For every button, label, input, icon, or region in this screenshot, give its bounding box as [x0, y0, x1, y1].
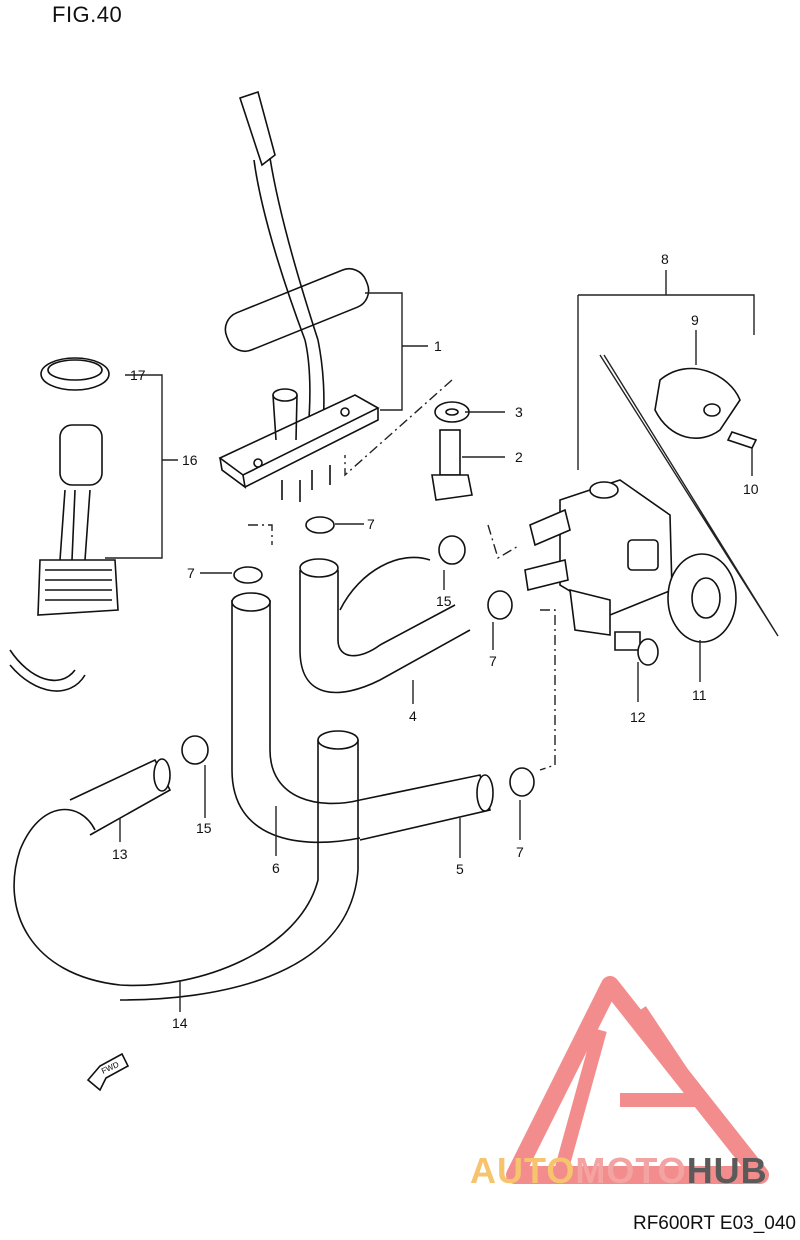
callout-15-a: 15 [436, 593, 452, 609]
callout-7-b: 7 [187, 565, 195, 581]
part-17-o-ring [40, 357, 110, 391]
part-16-level-sensor [9, 424, 119, 692]
callout-7-d: 7 [516, 844, 524, 860]
callout-14: 14 [172, 1015, 188, 1031]
watermark-logo [506, 976, 769, 1184]
watermark-text: AUTOMOTOHUB [470, 1150, 768, 1192]
callout-4: 4 [409, 708, 417, 724]
callout-12: 12 [630, 709, 646, 725]
callout-11: 11 [692, 687, 707, 703]
fwd-direction-arrow: FWD [86, 1052, 130, 1092]
part-9-lever [654, 367, 741, 439]
callout-10: 10 [743, 481, 759, 497]
callout-6: 6 [272, 860, 280, 876]
part-8-fuel-cock [524, 479, 673, 636]
callout-labels: 1 2 3 4 5 6 7 7 7 7 8 9 10 11 12 13 14 1… [112, 251, 759, 1031]
callout-7-c: 7 [489, 653, 497, 669]
leader-lines [105, 270, 779, 1012]
callout-1: 1 [434, 338, 442, 354]
part-6-hose [231, 592, 361, 844]
callout-13: 13 [112, 846, 128, 862]
part-10-screw [726, 431, 758, 449]
callout-15-b: 15 [196, 820, 212, 836]
part-11-gasket [667, 553, 737, 643]
part-14-hose [13, 730, 359, 1001]
figure-title: FIG.40 [52, 2, 123, 27]
part-5-hose [359, 774, 494, 841]
watermark-part-b: MOTO [575, 1150, 687, 1191]
part-15-clamp [181, 535, 466, 765]
part-12-screw [614, 631, 659, 666]
figure-code: RF600RT E03_040 [632, 1213, 796, 1234]
part-7-clamp [233, 516, 535, 797]
callout-3: 3 [515, 404, 523, 420]
watermark-part-c: HUB [686, 1150, 768, 1191]
callout-9: 9 [691, 312, 699, 328]
callout-17: 17 [130, 367, 146, 383]
callout-16: 16 [182, 452, 198, 468]
part-1-fuel-sender [218, 90, 380, 502]
part-13-hose [69, 758, 172, 836]
callout-8: 8 [661, 251, 669, 267]
watermark-part-a: AUTO [470, 1150, 576, 1191]
callout-5: 5 [456, 861, 464, 877]
callout-2: 2 [515, 449, 523, 465]
part-2-bolt [431, 429, 473, 501]
part-3-washer [434, 401, 470, 423]
part-4-hose [299, 556, 471, 694]
callout-7-a: 7 [367, 516, 375, 532]
